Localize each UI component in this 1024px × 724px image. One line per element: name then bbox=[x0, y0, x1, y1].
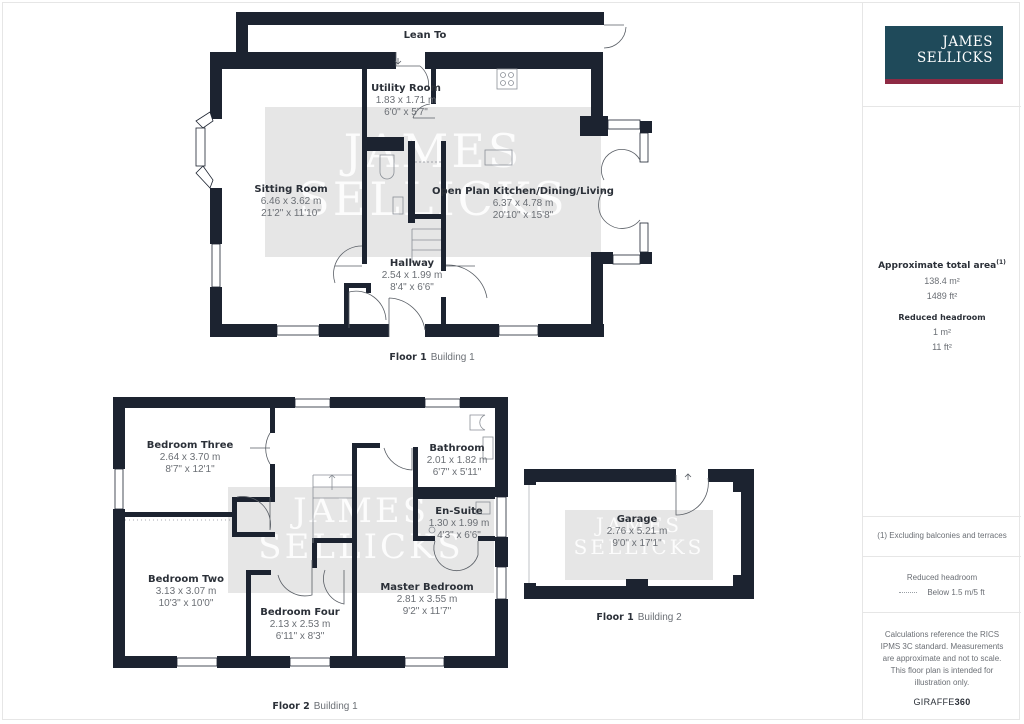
watermark-text: JAMES SELLICKS bbox=[258, 491, 464, 567]
room-open-plan-kitchen: Open Plan Kitchen/Dining/Living 6.37 x 4… bbox=[432, 186, 614, 221]
reduced-m2: 1 m² bbox=[933, 327, 951, 337]
logo-stripe bbox=[885, 79, 1003, 84]
walls-floor2 bbox=[113, 397, 508, 668]
reduced-ft2: 11 ft² bbox=[932, 342, 952, 352]
logo-text: JAMES SELLICKS bbox=[916, 34, 993, 66]
floor-plan-drawing bbox=[113, 12, 754, 668]
watermark-text: JAMES SELLICKS bbox=[298, 124, 568, 226]
windows-floor1 bbox=[195, 111, 649, 336]
windows-floor2 bbox=[114, 398, 507, 667]
area-section: Approximate total area(1) 138.4 m² 1489 … bbox=[863, 107, 1021, 517]
doors-floor1 bbox=[333, 24, 641, 337]
logo-section: JAMES SELLICKS bbox=[863, 2, 1021, 107]
watermark-floor2: JAMES SELLICKS bbox=[228, 487, 494, 593]
giraffe360-credit: GIRAFFE360 bbox=[913, 697, 971, 707]
area-summary: Approximate total area(1) 138.4 m² 1489 … bbox=[863, 259, 1021, 352]
doors-floor2 bbox=[125, 414, 494, 605]
area-title: Approximate total area(1) bbox=[878, 259, 1006, 271]
watermark-text: JAMES SELLICKS bbox=[573, 513, 705, 559]
watermark-garage: JAMES SELLICKS bbox=[565, 510, 713, 580]
disclaimer-section: Calculations reference the RICS IPMS 3C … bbox=[863, 613, 1021, 720]
disclaimer-text: Calculations reference the RICS IPMS 3C … bbox=[880, 630, 1004, 687]
room-bedroom-three: Bedroom Three 2.64 x 3.70 m 8'7" x 12'1" bbox=[146, 440, 234, 475]
james-sellicks-logo: JAMES SELLICKS bbox=[885, 26, 1003, 84]
reduced-headroom-title: Reduced headroom bbox=[898, 313, 986, 322]
legend-title: Reduced headroom bbox=[906, 573, 978, 582]
room-en-suite: En-Suite 1.30 x 1.99 m 4'3" x 6'6" bbox=[428, 506, 490, 541]
legend-section: Reduced headroom Below 1.5 m/5 ft bbox=[863, 557, 1021, 613]
watermark-floor1: JAMES SELLICKS bbox=[265, 107, 601, 257]
room-master-bedroom: Master Bedroom 2.81 x 3.55 m 9'2" x 11'7… bbox=[380, 582, 474, 617]
walls-floor1 bbox=[210, 12, 652, 337]
room-bedroom-four: Bedroom Four 2.13 x 2.53 m 6'11" x 8'3" bbox=[260, 607, 340, 642]
room-hallway: Hallway 2.54 x 1.99 m 8'4" x 6'6" bbox=[381, 258, 443, 293]
floor-plan-area: JAMES SELLICKS JAMES SELLICKS JAMES SELL… bbox=[113, 12, 754, 712]
footnote-section: (1) Excluding balconies and terraces bbox=[863, 517, 1021, 557]
walls-garage bbox=[524, 469, 754, 599]
room-utility: Utility Room 1.83 x 1.71 m 6'0" x 5'7" bbox=[371, 83, 441, 118]
room-bedroom-two: Bedroom Two 3.13 x 3.07 m 10'3" x 10'0" bbox=[148, 574, 224, 609]
legend-row: Below 1.5 m/5 ft bbox=[863, 588, 1021, 597]
room-sitting: Sitting Room 6.46 x 3.62 m 21'2" x 11'10… bbox=[254, 184, 328, 219]
area-m2: 138.4 m² bbox=[924, 276, 960, 286]
info-sidebar: JAMES SELLICKS Approximate total area(1)… bbox=[862, 2, 1021, 720]
room-lean-to: Lean To bbox=[403, 30, 447, 41]
area-ft2: 1489 ft² bbox=[926, 291, 958, 301]
doors-garage bbox=[528, 473, 709, 583]
footnote-text: (1) Excluding balconies and terraces bbox=[877, 531, 1007, 540]
room-garage: Garage 2.76 x 5.21 m 9'0" x 17'1" bbox=[606, 514, 668, 549]
dotted-line-icon bbox=[899, 592, 918, 594]
room-bathroom: Bathroom 2.01 x 1.82 m 6'7" x 5'11" bbox=[426, 443, 488, 478]
